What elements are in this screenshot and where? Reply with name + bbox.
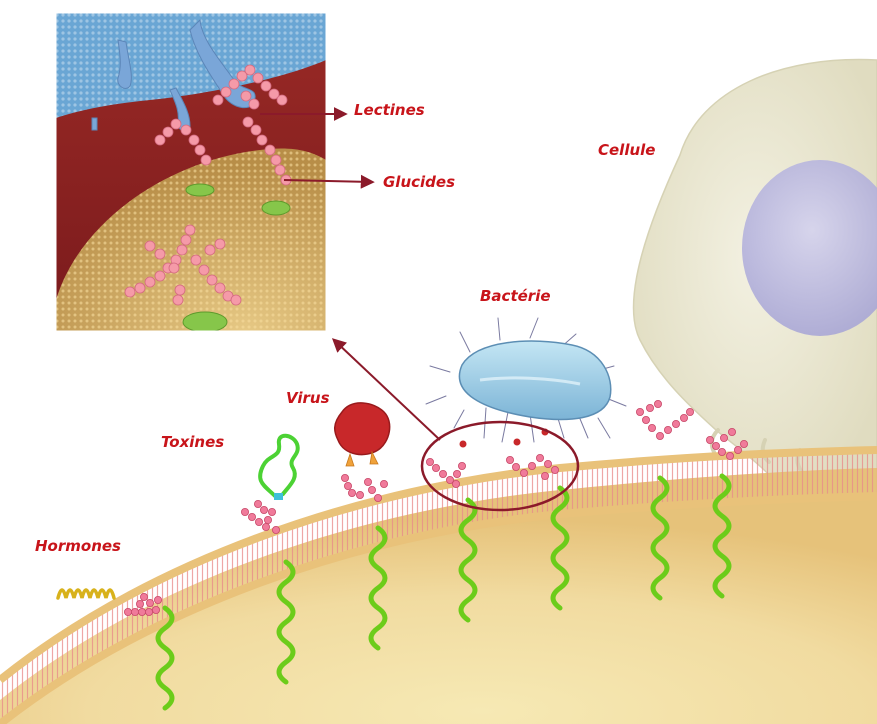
bacterium	[426, 318, 626, 448]
label-toxines: Toxines	[161, 435, 224, 450]
inset-closeup	[56, 13, 326, 332]
toxin-shape	[260, 436, 298, 496]
virus-shape	[335, 403, 390, 455]
label-cellule: Cellule	[598, 143, 655, 158]
label-glucides: Glucides	[383, 175, 455, 190]
label-lectines: Lectines	[354, 103, 425, 118]
label-virus: Virus	[286, 391, 330, 406]
label-hormones: Hormones	[35, 539, 121, 554]
toxin-binding-site	[274, 493, 283, 500]
hormone-coil	[58, 590, 114, 598]
label-bacterie: Bactérie	[480, 289, 551, 304]
